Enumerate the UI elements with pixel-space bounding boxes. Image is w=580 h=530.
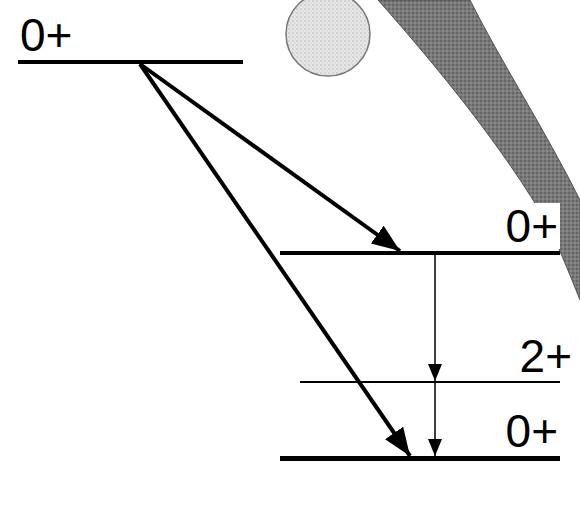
spin-parity-label: 0+: [504, 408, 560, 454]
shell-band: [378, 0, 580, 300]
transition-arrow: [434, 383, 436, 456]
nucleus-sphere: [286, 0, 370, 76]
spin-parity-label: 0+: [18, 12, 74, 58]
energy-level: 0+: [18, 60, 243, 64]
transition-arrow: [140, 64, 400, 251]
energy-level: 0+: [280, 251, 560, 255]
spin-parity-label: 2+: [518, 333, 574, 379]
energy-level: 0+: [280, 456, 560, 461]
transition-arrow: [434, 255, 436, 381]
energy-level: 2+: [300, 381, 560, 383]
spin-parity-label: 0+: [504, 203, 560, 249]
transition-arrow: [140, 64, 410, 456]
